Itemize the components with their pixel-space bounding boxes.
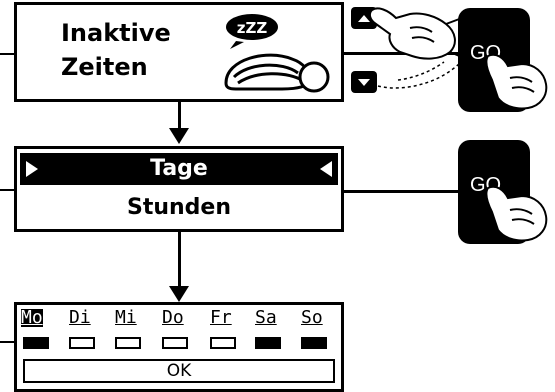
day-label-sa[interactable]: Sa — [255, 307, 277, 328]
sleep-zzz-text: zZZ — [237, 19, 268, 37]
selected-option-label: Tage — [150, 156, 208, 181]
screen-title-line1: Inaktive — [61, 19, 171, 47]
screen-inactive-times: Inaktive Zeiten zZZ — [14, 2, 344, 102]
pressing-hand-icon — [485, 53, 548, 110]
lead-line-3 — [0, 341, 14, 343]
down-arrow-button[interactable] — [350, 70, 378, 94]
day-checkbox-sa[interactable] — [255, 337, 281, 349]
flow-arrow-2-shaft — [178, 232, 181, 288]
screen-day-select: Mo Di Mi Do Fr Sa So OK — [14, 302, 344, 392]
day-checkbox-mi[interactable] — [115, 337, 141, 349]
right-pointer-icon — [26, 161, 38, 177]
screen-title-line2: Zeiten — [61, 53, 148, 81]
ok-button[interactable]: OK — [23, 359, 335, 383]
lead-line-1 — [0, 53, 14, 55]
flow-arrow-2-head — [169, 286, 189, 302]
day-label-do[interactable]: Do — [162, 307, 184, 328]
flow-arrow-1-shaft — [178, 102, 181, 130]
day-label-mo[interactable]: Mo — [21, 307, 43, 328]
other-option-label[interactable]: Stunden — [126, 195, 232, 220]
pressing-hand-icon — [485, 185, 548, 242]
sleeping-mouse-icon: zZZ — [224, 14, 330, 93]
day-label-fr[interactable]: Fr — [210, 307, 232, 328]
day-label-di[interactable]: Di — [69, 307, 91, 328]
day-checkbox-di[interactable] — [69, 337, 95, 349]
day-label-mi[interactable]: Mi — [115, 307, 137, 328]
selected-option-row[interactable]: Tage — [20, 153, 338, 185]
flow-arrow-1-head — [169, 128, 189, 144]
left-pointer-icon — [320, 161, 332, 177]
screen-mode-select: Tage Stunden — [14, 146, 344, 232]
day-checkbox-fr[interactable] — [210, 337, 236, 349]
day-label-so[interactable]: So — [301, 307, 323, 328]
lead-line-2 — [0, 189, 14, 191]
day-checkbox-so[interactable] — [301, 337, 327, 349]
connector-screen2-go — [344, 190, 464, 193]
day-checkbox-do[interactable] — [162, 337, 188, 349]
day-checkbox-mo[interactable] — [23, 337, 49, 349]
